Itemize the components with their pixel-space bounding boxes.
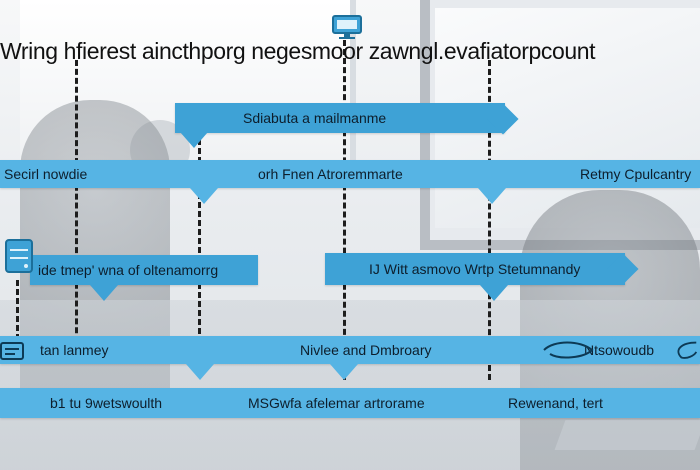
row3-left-label: tan lanmey: [40, 342, 109, 358]
row4-right-label: Rewenand, tert: [508, 395, 603, 411]
box-arrow-tab: [180, 132, 208, 148]
server-icon: [5, 239, 33, 273]
box-row2-right: IJ Witt asmovo Wrtp Stetumnandy: [325, 253, 625, 285]
row1-right-label: Retmy Cpulcantry: [580, 166, 692, 182]
row1-center-label: orh Fnen Atroremmarte: [258, 166, 403, 182]
row3-arrow-tab: [330, 364, 358, 380]
row3-right-label: Ntsowoudb: [584, 342, 655, 358]
connector-line: [488, 60, 491, 380]
row1-arrow-tab: [478, 188, 506, 204]
band-row4: b1 tu 9wetswoulth MSGwfa afelemar artror…: [0, 388, 700, 418]
diagram-title: Wring hfierest aincthporg negesmoor zawn…: [0, 38, 596, 64]
connector-line: [75, 60, 78, 360]
band-row3: tan lanmey Nivlee and Dmbroary Ntsowoudb: [0, 336, 700, 364]
swirl-icon: [543, 341, 594, 359]
connector-line: [198, 130, 201, 370]
row2-right-label: IJ Witt asmovo Wrtp Stetumnandy: [369, 261, 581, 277]
row4-left-label: b1 tu 9wetswoulth: [50, 395, 163, 411]
row1-left-label: Secirl nowdie: [4, 166, 88, 182]
band-row1: Secirl nowdie orh Fnen Atroremmarte Retm…: [0, 160, 700, 188]
connector-line: [16, 280, 19, 340]
row2-right-arrow-tab: [480, 285, 508, 301]
row2-left-arrow-tab: [90, 285, 118, 301]
box-center-top-label: Sdiabuta a mailmanme: [243, 110, 387, 126]
row2-left-label: ide tmep' wna of oltenamorrg: [38, 262, 219, 278]
box-row2-left: ide tmep' wna of oltenamorrg: [30, 255, 258, 285]
monitor-icon: [332, 15, 362, 39]
connector-line: [343, 40, 346, 380]
row3-center-label: Nivlee and Dmbroary: [300, 342, 432, 358]
keyboard-icon: [0, 342, 24, 360]
box-center-top: Sdiabuta a mailmanme: [175, 103, 505, 133]
background-keyboard: [554, 420, 700, 450]
row1-arrow-tab: [190, 188, 218, 204]
swirl-icon: [677, 341, 698, 359]
row3-arrow-tab: [186, 364, 214, 380]
row4-center-label: MSGwfa afelemar artrorame: [248, 395, 425, 411]
